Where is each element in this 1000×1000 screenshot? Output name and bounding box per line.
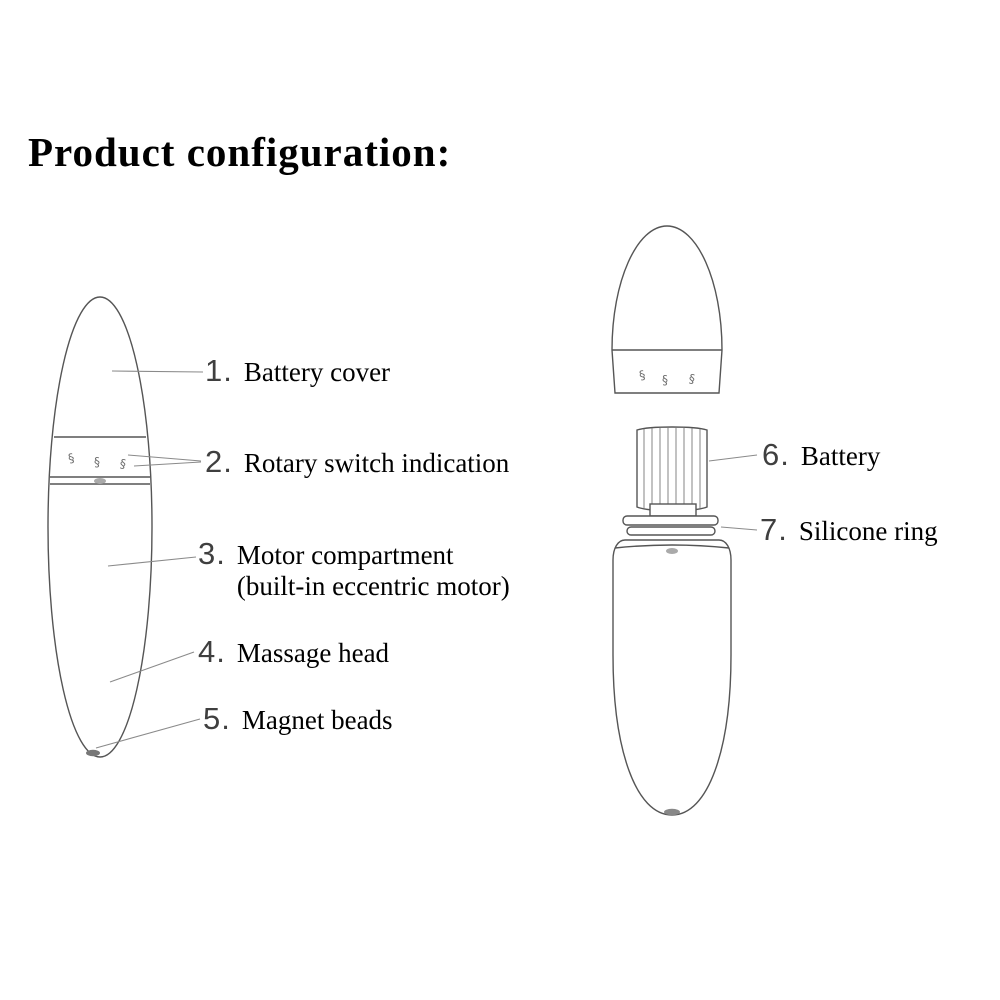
label-rotary-switch: 2. Rotary switch indication (205, 444, 509, 480)
device-body-outline (47, 296, 153, 758)
silicone-ring-disc-bottom (626, 526, 716, 536)
leader-battery-cover (111, 370, 204, 373)
switch-smudge-mark (94, 478, 106, 484)
body-rim-line (614, 544, 730, 549)
rotary-switch-symbols-right: § § § (638, 368, 696, 387)
label-number: 2. (205, 444, 233, 479)
leader-silicone-ring (720, 526, 758, 531)
label-number: 1. (205, 353, 233, 388)
label-number: 7. (760, 512, 788, 547)
battery-plug (649, 503, 697, 517)
leader-lines (95, 370, 758, 749)
body-bottom-mark (664, 808, 680, 816)
battery-hatching (643, 427, 701, 511)
label-text: Motor compartment (built-in eccentric mo… (237, 540, 510, 602)
leader-motor-compartment (107, 556, 197, 567)
rotary-switch-symbols-left: § § § (67, 451, 127, 472)
magnet-bead-mark (86, 749, 100, 757)
speed-symbol-icon: § (119, 456, 127, 471)
exploded-body-outline (612, 539, 732, 816)
silicone-ring-disc-top (622, 515, 719, 526)
label-text: Rotary switch indication (243, 448, 510, 478)
silicone-ring-drawing (622, 503, 719, 536)
label-text: Magnet beads (241, 705, 393, 735)
speed-symbol-icon: § (638, 368, 647, 383)
label-text-line2: (built-in eccentric motor) (236, 571, 510, 601)
label-text: Massage head (236, 638, 390, 668)
assembled-device-drawing (47, 296, 153, 758)
speed-symbol-icon: § (688, 371, 696, 386)
label-text: Silicone ring (798, 516, 938, 546)
label-number: 5. (203, 701, 231, 736)
leader-magnet-beads (95, 718, 201, 749)
label-text: Battery (800, 441, 881, 471)
page-title: Product configuration: (28, 129, 452, 175)
battery-outline (636, 426, 708, 512)
label-battery: 6. Battery (762, 437, 880, 473)
label-silicone-ring: 7. Silicone ring (760, 512, 938, 548)
speed-symbol-icon: § (94, 455, 100, 469)
label-massage-head: 4. Massage head (198, 634, 389, 670)
exploded-view-drawing (611, 225, 732, 816)
label-number: 4. (198, 634, 226, 669)
body-top-smudge (666, 548, 678, 554)
label-motor-compartment: 3. Motor compartment (built-in eccentric… (198, 536, 510, 602)
label-text: Battery cover (243, 357, 391, 387)
speed-symbol-icon: § (67, 451, 76, 466)
leader-rotary-switch-a (127, 454, 202, 462)
label-battery-cover: 1. Battery cover (205, 353, 390, 389)
label-text-line1: Motor compartment (236, 540, 454, 570)
speed-symbol-icon: § (662, 373, 668, 387)
label-magnet-beads: 5. Magnet beads (203, 701, 393, 737)
label-number: 3. (198, 536, 226, 571)
leader-massage-head (109, 651, 195, 683)
label-number: 6. (762, 437, 790, 472)
leader-rotary-switch-b (133, 461, 202, 467)
leader-battery (708, 454, 758, 462)
battery-cover-outline (611, 225, 723, 394)
